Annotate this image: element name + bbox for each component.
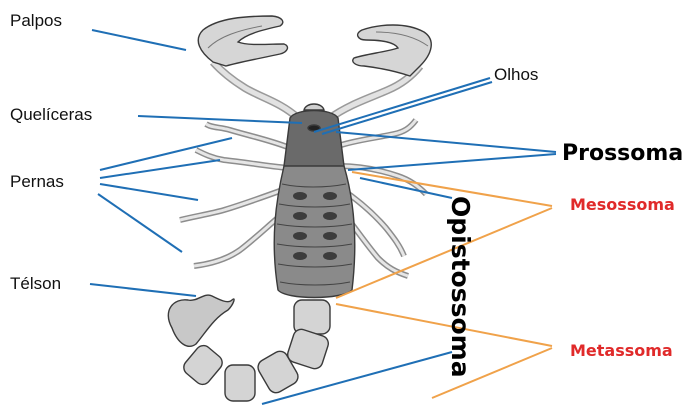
orange-leader-lines bbox=[336, 172, 552, 398]
label-palpos: Palpos bbox=[10, 11, 62, 30]
left-claw bbox=[198, 16, 287, 66]
label-metassoma: Metassoma bbox=[570, 341, 673, 360]
prosoma-shape bbox=[284, 111, 344, 171]
mesosoma-shape bbox=[274, 166, 355, 298]
label-prossoma: Prossoma bbox=[562, 141, 683, 166]
scorpion-illustration bbox=[168, 16, 431, 401]
label-mesossoma: Mesossoma bbox=[570, 195, 675, 214]
label-olhos: Olhos bbox=[494, 65, 538, 84]
chelicerae bbox=[304, 104, 324, 110]
label-opistossoma: Opistossoma bbox=[446, 196, 475, 378]
label-telson: Télson bbox=[10, 274, 61, 293]
label-pernas: Pernas bbox=[10, 172, 64, 191]
telson-shape bbox=[168, 295, 234, 346]
label-queliceras: Quelíceras bbox=[10, 105, 92, 124]
